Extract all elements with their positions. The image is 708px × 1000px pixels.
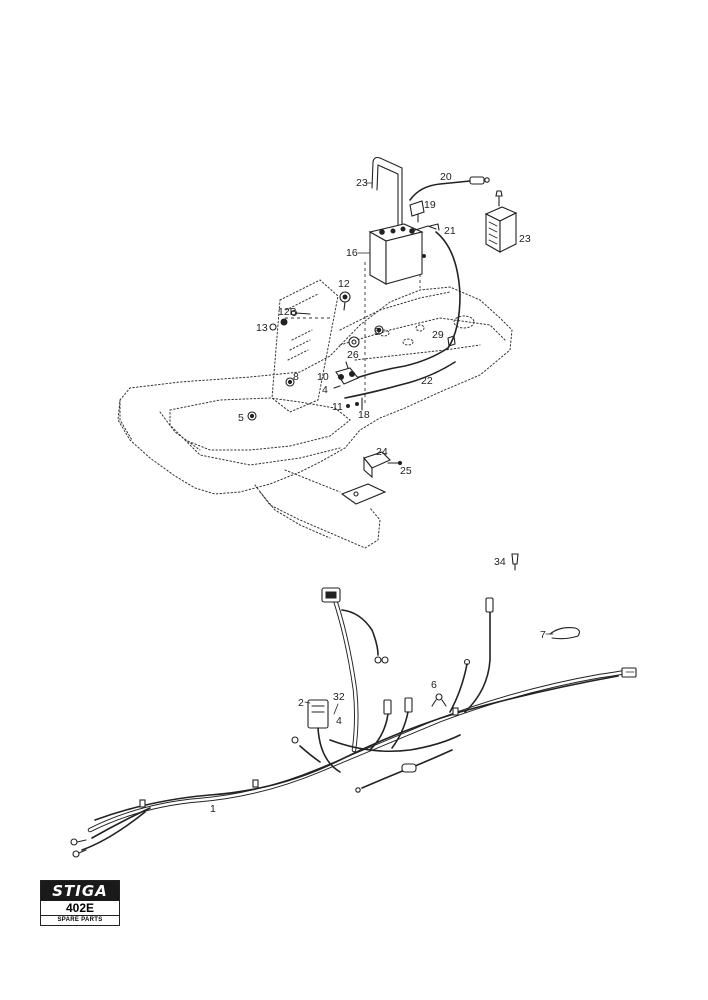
label-1: 1 — [210, 803, 216, 815]
starter-solenoid — [335, 361, 359, 385]
label-10: 10 — [317, 371, 329, 383]
small-fasteners — [333, 385, 363, 411]
screw-12b — [290, 309, 311, 317]
label-19: 19 — [424, 199, 436, 211]
battery — [368, 223, 437, 285]
label-5-upper: 5 — [374, 326, 380, 338]
bulb — [511, 553, 519, 571]
label-8: 8 — [293, 371, 299, 383]
label-23: 23 — [519, 233, 531, 245]
chassis-drawing — [117, 250, 513, 549]
label-20: 20 — [440, 171, 452, 183]
ignition-switch — [339, 291, 351, 311]
spare-parts-caption: SPARE PARTS — [57, 917, 103, 923]
relay-bracket — [340, 451, 403, 505]
battery-terminal — [409, 200, 425, 223]
label-5-lower: 5 — [238, 412, 244, 424]
fuse-box — [484, 190, 518, 253]
label-4-upper: 4 — [322, 384, 328, 396]
label-18: 18 — [358, 409, 370, 421]
label-11: 11 — [332, 401, 343, 413]
wiring-harness — [70, 587, 637, 858]
label-32: 32 — [333, 691, 345, 703]
label-29: 29 — [432, 329, 444, 341]
battery-cable — [409, 176, 490, 201]
label-13: 13 — [256, 322, 268, 334]
label-34: 34 — [494, 556, 506, 568]
grommet — [348, 336, 360, 348]
cable-clip — [429, 223, 461, 349]
label-17: 23 — [356, 177, 368, 189]
label-6: 6 — [431, 679, 437, 691]
label-12: 12 — [338, 278, 350, 290]
label-25: 25 — [400, 465, 412, 477]
wire-clip-7 — [549, 627, 580, 640]
part-labels: 23 20 19 21 16 23 12 12B 13 5 29 26 8 10… — [210, 171, 554, 815]
label-12b: 12B — [278, 306, 297, 318]
label-22: 22 — [421, 375, 433, 387]
bolt-upper — [374, 325, 384, 335]
label-4-lower: 4 — [336, 715, 342, 727]
label-26: 26 — [347, 349, 359, 361]
bolt-8 — [285, 377, 295, 387]
label-2: 2 — [298, 697, 304, 709]
stiga-logo: STIGA 402E SPARE PARTS — [40, 880, 120, 926]
battery-clamp-rod — [371, 156, 403, 233]
ground-cable — [344, 347, 456, 399]
model-number: 402E — [41, 901, 119, 916]
nut-13 — [269, 318, 288, 331]
cable-clip-29 — [447, 335, 456, 347]
label-24: 24 — [376, 446, 388, 458]
bolt-lower — [247, 411, 257, 421]
brand-logo-text: STIGA — [41, 881, 119, 901]
label-21: 21 — [444, 225, 456, 237]
label-7: 7 — [540, 629, 546, 641]
label-16: 16 — [346, 247, 358, 259]
